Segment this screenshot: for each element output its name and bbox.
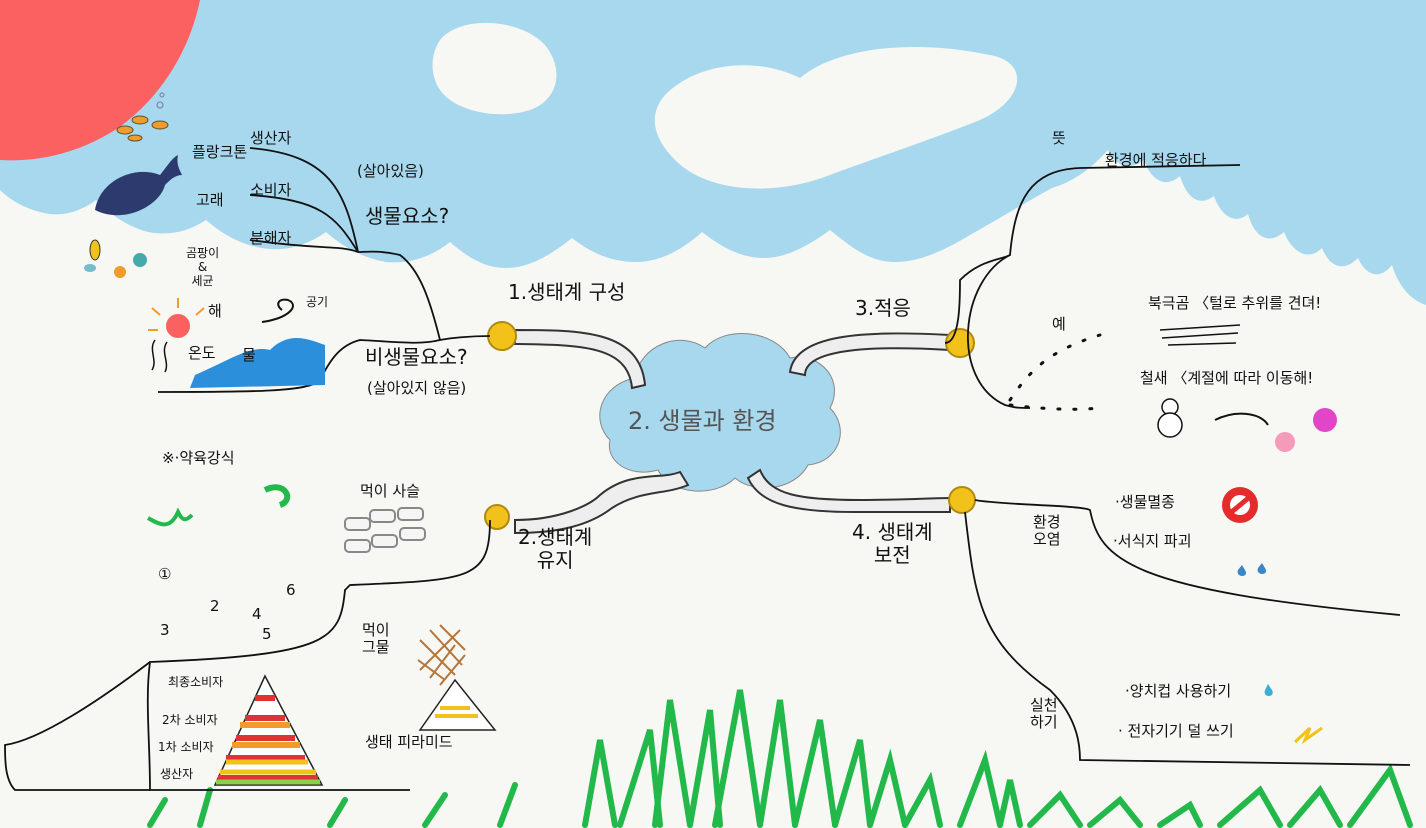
decomposer-label: 분해자 [250,229,292,247]
water-label: 물 [242,346,256,364]
practice-label: 실천 하기 [1030,696,1058,732]
map-lines [4,147,1411,791]
food-web-icon [417,624,466,686]
air-label: 공기 [306,295,329,309]
grass [147,689,1413,828]
arrow-icon [1214,412,1269,426]
producer-label: 생산자 [250,129,292,147]
seq-1: ① [158,565,172,583]
food-pyramid [213,674,324,786]
seq-6: 6 [286,581,296,599]
temperature-label: 온도 [188,344,216,362]
food-web-label: 먹이 그물 [362,621,390,657]
sun [0,0,200,161]
seq-2: 2 [210,597,220,615]
sun-label: 해 [208,302,222,320]
meaning-text: 환경에 적응하다 [1105,151,1207,169]
small-pyramid [418,678,497,731]
example-migratory-bird: 철새 〈계절에 따라 이동해! [1140,369,1314,387]
wind-icon [261,298,294,323]
branch-connectors [514,328,951,535]
bear-fur-icon [1159,324,1241,346]
dotted-lines [1008,333,1102,411]
seq-5: 5 [262,625,272,643]
consumer-example: 고래 [196,191,224,209]
living-note: (살아있음) [357,162,424,180]
pollution-extinction: ·생물멸종 [1115,493,1175,511]
seq-4: 4 [252,605,262,623]
water-drop-icon [1237,563,1267,576]
practice-devices: · 전자기기 덜 쓰기 [1118,722,1234,740]
ban-icon [1222,487,1258,523]
branch3-title: 3.적응 [855,296,911,320]
snake-chain-icon [263,484,291,508]
plankton-icon [116,92,169,142]
example-label: 예 [1052,315,1066,333]
pollution-label: 환경 오염 [1033,513,1061,549]
pollution-habitat: ·서식지 파괴 [1113,532,1192,550]
center-title: 2. 생물과 환경 [628,407,777,435]
branch4-title: 4. 생태계 보전 [852,520,933,567]
food-pyramid-label: 생태 피라미드 [365,733,453,751]
decomposer-example: 곰팡이 & 세균 [186,246,220,288]
food-chain-icon [344,507,426,553]
snowman-icon [1157,398,1183,438]
level-primary-consumer: 1차 소비자 [158,740,214,754]
food-chain-label: 먹이 사슬 [360,482,420,500]
flower-icon [1275,408,1337,452]
grass-chain-icon [146,507,194,527]
nonliving-note: (살아있지 않음) [367,379,467,397]
whale-icon [95,155,182,216]
meaning-label: 뜻 [1052,129,1066,147]
practice-cup: ·양치컵 사용하기 [1125,682,1232,700]
level-secondary-consumer: 2차 소비자 [162,713,218,727]
nonliving-factor: 비생물요소? [365,345,468,369]
heat-lines-icon [151,339,168,373]
survival-note: ※·약육강식 [162,449,235,467]
cup-drop-icon [1264,684,1273,696]
branch1-title: 1.생태계 구성 [508,280,626,304]
lightning-icon [1293,726,1323,745]
small-sun-icon [148,298,205,338]
white-cloud-right [654,46,1018,189]
water-waves-icon [190,338,325,388]
fungi-icon [84,239,147,278]
producer-example: 플랑크톤 [192,143,248,161]
level-top-consumer: 최종소비자 [168,675,224,689]
seq-3: 3 [160,621,170,639]
white-cloud-left [432,22,557,115]
living-factor: 생물요소? [365,204,450,228]
branch2-title: 2.생태계 유지 [518,525,593,572]
example-polar-bear: 북극곰 〈털로 추위를 견뎌! [1148,294,1322,312]
level-producer: 생산자 [160,767,194,781]
consumer-label: 소비자 [250,181,292,199]
